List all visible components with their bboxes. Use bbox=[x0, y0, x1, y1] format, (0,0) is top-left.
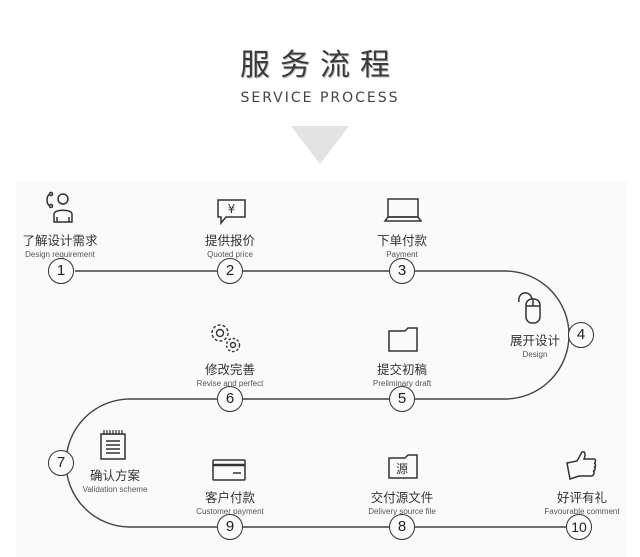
step-en: Customer payment bbox=[196, 507, 264, 516]
step-cn: 交付源文件 bbox=[370, 490, 434, 505]
notepad-icon bbox=[99, 429, 127, 466]
step-4-label: 展开设计 Design bbox=[500, 330, 570, 359]
step-cn: 客户付款 bbox=[204, 490, 255, 505]
thumbs-up-icon bbox=[565, 449, 599, 486]
step-number-9: 9 bbox=[217, 514, 243, 540]
step-number-4: 4 bbox=[568, 322, 594, 348]
down-triangle-icon bbox=[291, 126, 349, 164]
step-number-1: 1 bbox=[48, 258, 74, 284]
svg-text:¥: ¥ bbox=[228, 202, 236, 216]
step-cn: 提交初稿 bbox=[376, 362, 427, 377]
step-cn: 下单付款 bbox=[376, 233, 427, 248]
step-en: Preliminary draft bbox=[372, 379, 432, 388]
gears-icon bbox=[208, 321, 244, 360]
step-cn: 了解设计需求 bbox=[22, 233, 98, 248]
laptop-icon bbox=[383, 197, 423, 228]
step-8-label: 交付源文件 Delivery source file bbox=[352, 487, 452, 516]
step-number-3: 3 bbox=[389, 258, 415, 284]
process-panel bbox=[16, 181, 626, 557]
step-number-10: 10 bbox=[566, 514, 592, 540]
price-chat-bubble-icon: ¥ bbox=[216, 198, 248, 231]
mouse-icon bbox=[516, 290, 546, 331]
step-6-label: 修改完善 Revise and perfect bbox=[180, 359, 280, 388]
step-cn: 好评有礼 bbox=[556, 490, 607, 505]
step-number-2: 2 bbox=[217, 258, 243, 284]
step-en: Payment bbox=[386, 250, 418, 259]
step-en: Delivery source file bbox=[368, 507, 436, 516]
step-en: Quoted price bbox=[207, 250, 253, 259]
page-title: 服务流程 bbox=[240, 48, 400, 83]
step-en: Design requirement bbox=[25, 250, 95, 259]
step-number-7: 7 bbox=[48, 450, 74, 476]
step-number-5: 5 bbox=[389, 386, 415, 412]
step-5-label: 提交初稿 Preliminary draft bbox=[352, 359, 452, 388]
credit-card-icon bbox=[211, 458, 247, 487]
path-row-1 bbox=[65, 270, 570, 528]
step-number-6: 6 bbox=[217, 386, 243, 412]
step-9-label: 客户付款 Customer payment bbox=[180, 487, 280, 516]
svg-text:源: 源 bbox=[396, 462, 408, 476]
step-cn: 确认方案 bbox=[89, 468, 140, 483]
step-1-label: 了解设计需求 Design requirement bbox=[10, 230, 110, 259]
source-folder-icon: 源 bbox=[387, 454, 419, 485]
customer-service-icon bbox=[44, 190, 74, 229]
folder-icon bbox=[387, 327, 419, 358]
step-number-8: 8 bbox=[389, 514, 415, 540]
page-subtitle: SERVICE PROCESS bbox=[240, 90, 400, 106]
step-2-label: 提供报价 Quoted price bbox=[180, 230, 280, 259]
step-en: Validation scheme bbox=[82, 485, 148, 494]
step-7-label: 确认方案 Validation scheme bbox=[70, 465, 160, 494]
step-3-label: 下单付款 Payment bbox=[352, 230, 452, 259]
step-cn: 展开设计 bbox=[509, 333, 560, 348]
step-10-label: 好评有礼 Favourable comment bbox=[532, 487, 632, 516]
step-cn: 提供报价 bbox=[204, 233, 255, 248]
step-en: Favourable comment bbox=[544, 507, 620, 516]
step-cn: 修改完善 bbox=[204, 362, 255, 377]
step-en: Revise and perfect bbox=[196, 379, 264, 388]
step-en: Design bbox=[522, 350, 548, 359]
